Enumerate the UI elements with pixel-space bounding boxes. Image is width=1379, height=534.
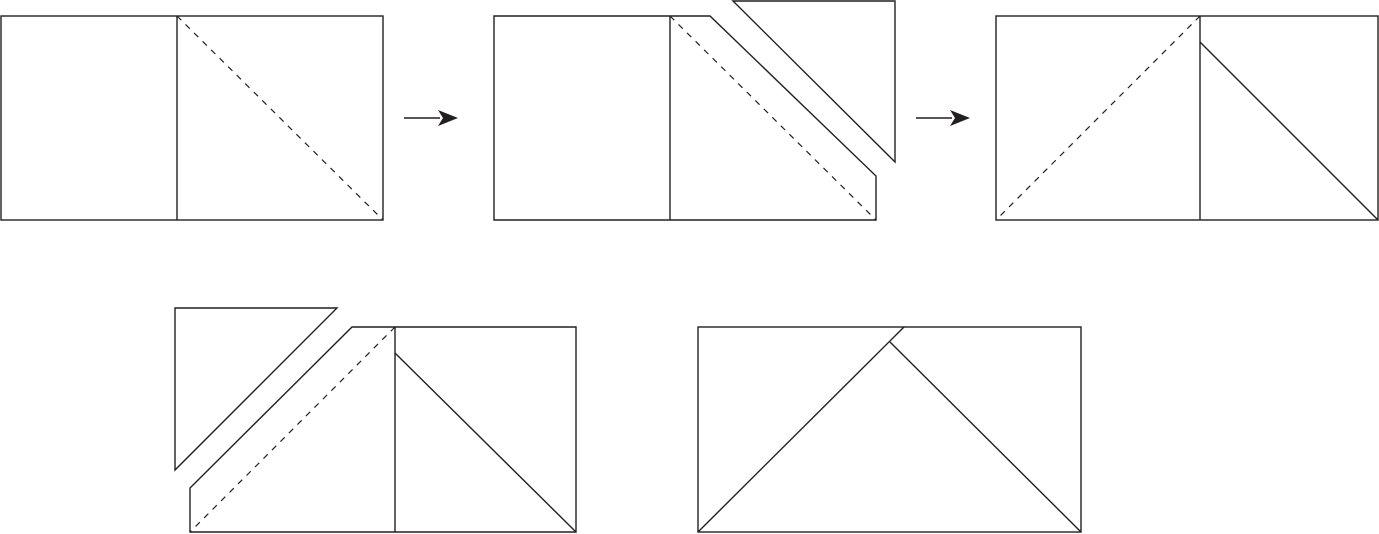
- step-4-remaining-piece: [189, 326, 577, 533]
- step-4-figure: [174, 307, 577, 533]
- step-5-left-diagonal: [697, 326, 905, 533]
- step-3-rectangle: [995, 15, 1379, 221]
- step-4-cut-triangle: [174, 307, 339, 472]
- step-5-figure: [697, 326, 1082, 533]
- step-2-figure: [493, 0, 896, 221]
- step-5-rectangle: [697, 326, 1082, 533]
- step-1-rectangle: [0, 15, 384, 221]
- step-4-solid-diagonal: [394, 352, 577, 533]
- step-2-dashed-diagonal: [669, 15, 877, 221]
- arrow-right-icon: [916, 110, 970, 126]
- step-1-figure: [0, 15, 384, 221]
- step-3-figure: [995, 15, 1379, 221]
- step-3-dashed-diagonal: [995, 15, 1201, 221]
- arrow-right-icon: [404, 110, 458, 126]
- step-3-solid-diagonal: [1199, 41, 1379, 221]
- step-2-remaining-piece: [493, 15, 877, 221]
- step-2-cut-triangle: [731, 0, 896, 164]
- step-1-dashed-diagonal: [176, 15, 384, 221]
- step-5-right-diagonal: [889, 341, 1082, 533]
- step-4-dashed-diagonal: [189, 326, 396, 533]
